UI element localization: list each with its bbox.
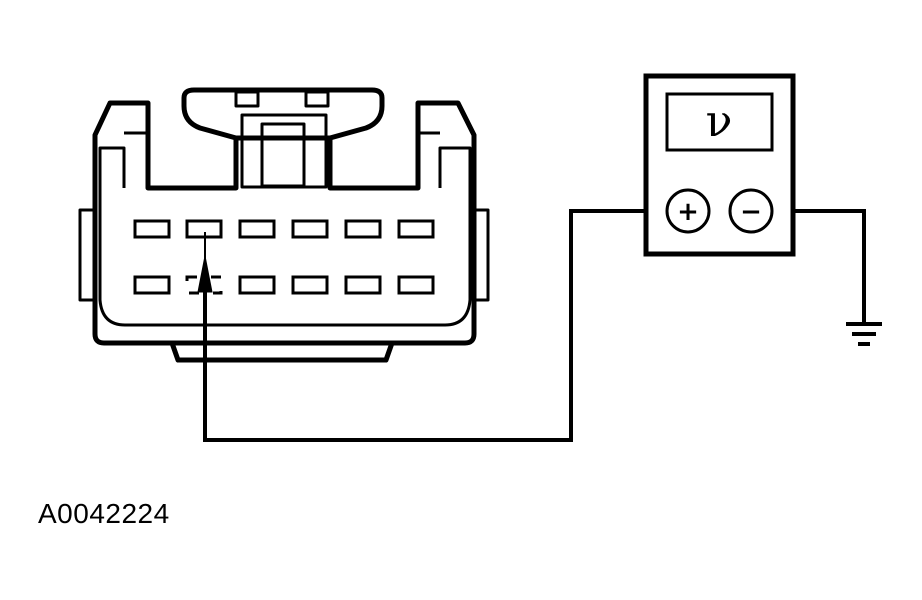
latch-notch-right [304, 90, 330, 108]
positive-terminal [665, 188, 711, 234]
connector-face [98, 146, 472, 327]
connector-housing [92, 100, 477, 346]
side-rail-left [78, 208, 95, 302]
meter-display-symbol: ν [706, 96, 733, 147]
cavity-row-2 [133, 275, 435, 295]
cavity [133, 275, 171, 295]
cavity [133, 219, 171, 239]
minus-icon: − [740, 197, 762, 227]
cavity [238, 275, 276, 295]
latch-lock [260, 122, 306, 188]
cavity [238, 219, 276, 239]
test-lead-negative [774, 209, 866, 322]
test-lead-positive [203, 209, 666, 442]
cavity [344, 275, 382, 295]
side-rail-right [474, 208, 490, 302]
cavity [291, 275, 329, 295]
connector-key [169, 342, 395, 363]
latch-inner [240, 113, 328, 189]
meter-display [665, 92, 774, 152]
ground-icon [846, 322, 882, 346]
connector [78, 87, 490, 363]
probe-icon [197, 232, 213, 293]
cavity [291, 219, 329, 239]
cavity [397, 275, 435, 295]
voltmeter-icon: ν + − [643, 73, 796, 257]
cavity-row-1 [133, 219, 435, 239]
connector-latch [181, 87, 385, 141]
latch-notch-left [234, 90, 260, 108]
plus-icon: + [677, 197, 699, 227]
cavity [344, 219, 382, 239]
figure-id: A0042224 [38, 498, 170, 529]
cavity [397, 219, 435, 239]
negative-terminal [728, 188, 774, 234]
